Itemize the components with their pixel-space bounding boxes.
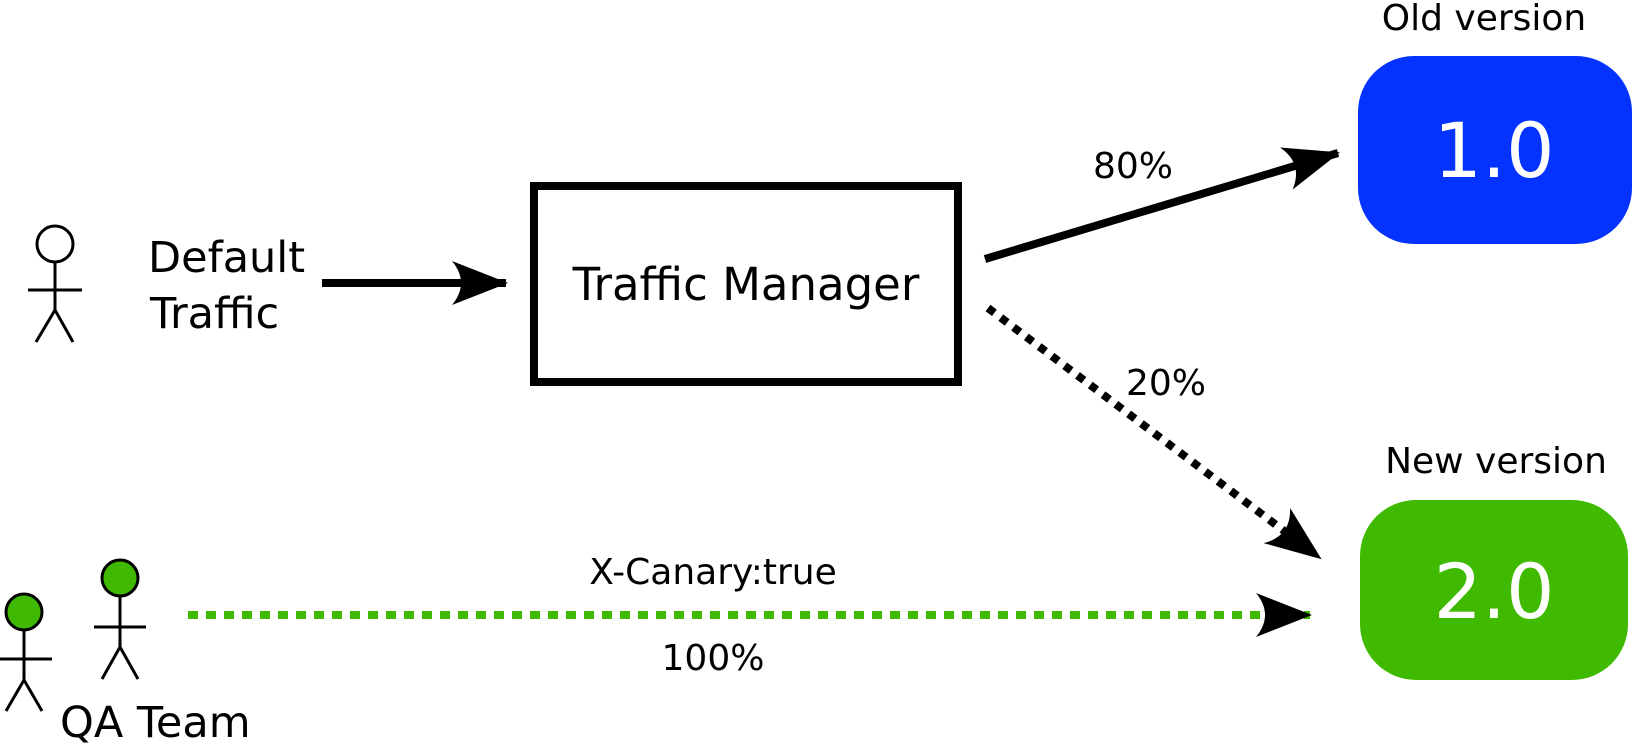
new-version-caption: New version <box>1385 441 1607 482</box>
qa-route-header-label: X-Canary:true <box>589 552 836 593</box>
route-to-new-label: 20% <box>1126 363 1206 404</box>
default-traffic-actor: Default Traffic <box>28 224 305 343</box>
old-version-label: 1.0 <box>1434 106 1555 195</box>
stick-figure-icon <box>94 558 146 680</box>
default-traffic-label-line2: Traffic <box>149 289 279 339</box>
route-to-old-label: 80% <box>1093 146 1173 187</box>
qa-team-actor: QA Team <box>0 558 251 747</box>
default-traffic-label-line1: Default <box>148 233 305 283</box>
new-version-node: New version 2.0 <box>1360 441 1628 680</box>
stick-figure-icon <box>28 224 82 343</box>
new-version-label: 2.0 <box>1434 547 1555 636</box>
qa-route-label: 100% <box>662 638 765 679</box>
traffic-manager-box: Traffic Manager <box>530 182 962 386</box>
stick-figure-icon <box>0 592 52 712</box>
old-version-node: Old version 1.0 <box>1358 0 1632 244</box>
route-to-new-arrow <box>985 304 1323 562</box>
route-to-old-arrow <box>983 147 1340 263</box>
qa-team-label: QA Team <box>60 698 251 747</box>
traffic-manager-label: Traffic Manager <box>572 258 920 311</box>
old-version-caption: Old version <box>1382 0 1587 39</box>
